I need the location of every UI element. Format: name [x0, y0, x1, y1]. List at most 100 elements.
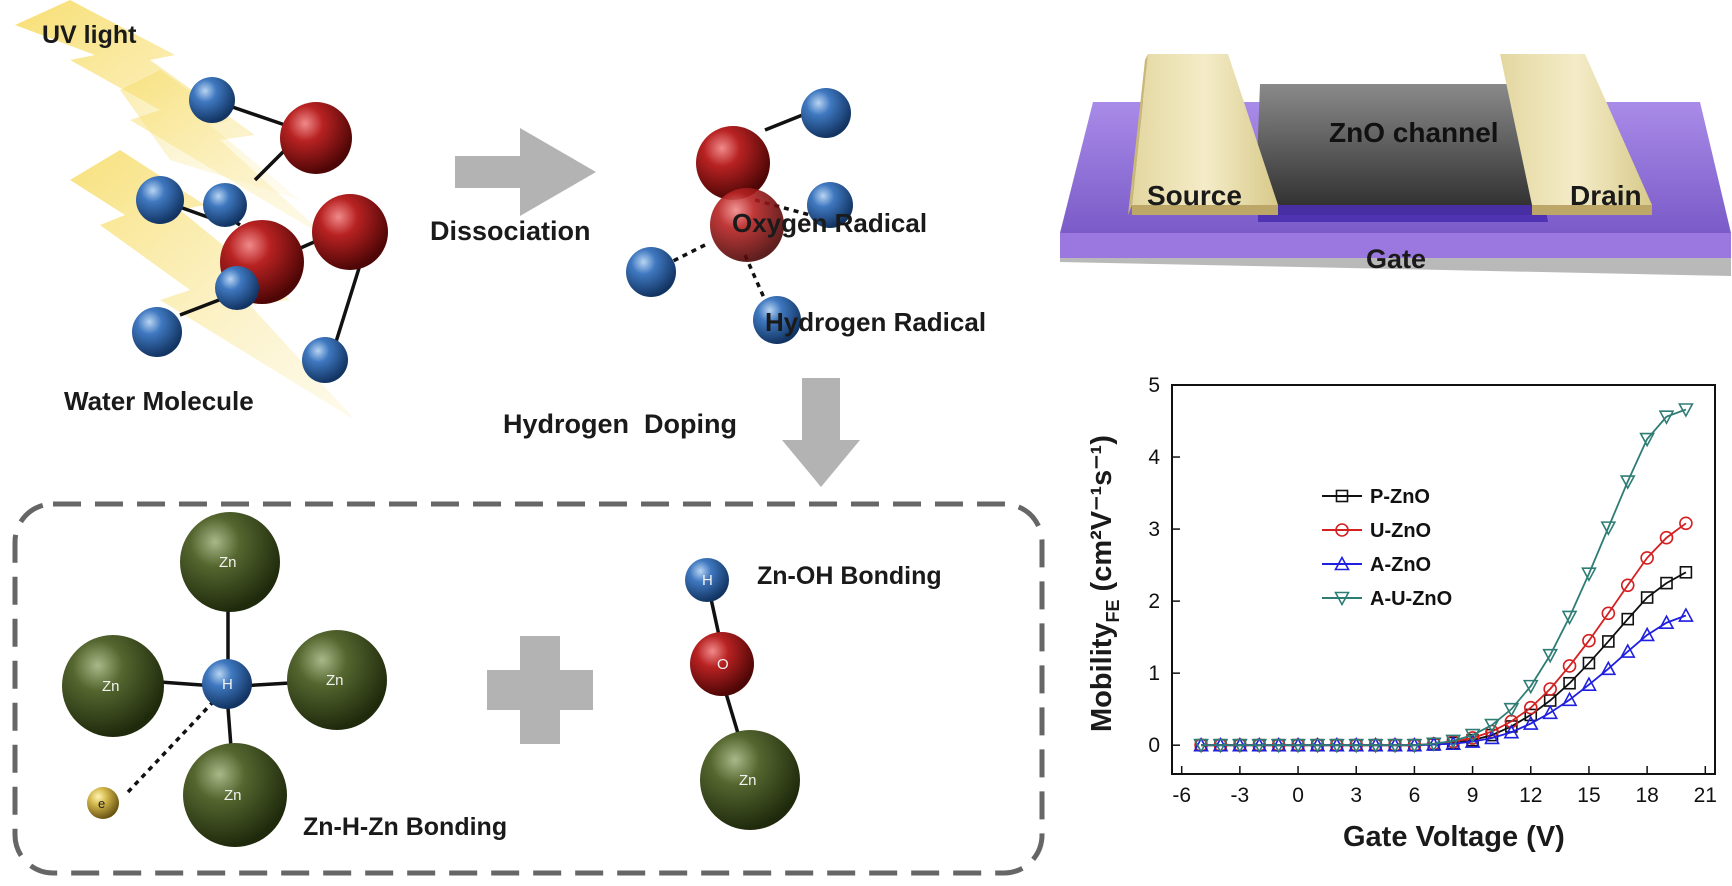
- x-tick-label: 3: [1350, 784, 1362, 807]
- data-point: [1561, 610, 1578, 626]
- oxygen-radical-atom: [710, 188, 784, 262]
- data-point: [1639, 432, 1655, 448]
- legend-marker: [1335, 489, 1349, 503]
- hydrogen-radical-atom: [753, 296, 801, 344]
- series-A-U-ZnO: [1193, 403, 1694, 754]
- uv-light-label: UV light: [42, 21, 137, 49]
- data-point: [1582, 656, 1596, 670]
- drain-pad-top: [1500, 54, 1652, 205]
- zinc-atom-bottom: Zn: [183, 743, 287, 847]
- hydrogen-atom-center: H: [202, 659, 252, 709]
- hydrogen-atom: [132, 307, 182, 357]
- series-U-ZnO: [1194, 516, 1693, 752]
- data-point: [1425, 737, 1442, 752]
- gate-substrate-bottom: [1060, 258, 1731, 276]
- data-point: [1581, 567, 1597, 582]
- data-point: [1309, 738, 1326, 754]
- dissociation-label: Dissociation: [430, 216, 591, 246]
- svg-text:Zn: Zn: [739, 772, 757, 789]
- data-point: [1619, 475, 1636, 490]
- oxygen-atom: [312, 194, 388, 270]
- gate-substrate-front: [1060, 233, 1731, 258]
- zinc-atom-oh: Zn: [700, 730, 800, 830]
- data-point: [1678, 403, 1694, 418]
- data-point: [1640, 591, 1654, 604]
- source-pad-front: [1132, 205, 1278, 215]
- source-pad-top: [1132, 54, 1278, 205]
- data-point: [1640, 551, 1654, 565]
- zn-oh-structure: H O Zn: [685, 558, 800, 830]
- uv-light-rays: [15, 0, 355, 420]
- plot-frame: [1171, 384, 1716, 775]
- legend-item: U-ZnO: [1322, 520, 1431, 542]
- legend-marker: [1334, 591, 1350, 607]
- oxygen-radical-label: Oxygen Radical: [732, 208, 927, 238]
- data-point: [1328, 738, 1345, 754]
- y-tick-label: 1: [1148, 662, 1160, 685]
- legend-label: A-U-ZnO: [1370, 588, 1452, 610]
- data-point: [1620, 578, 1635, 593]
- oxygen-atom: [696, 126, 770, 200]
- hydrogen-atom: [215, 266, 259, 310]
- data-point: [1193, 738, 1209, 754]
- data-point: [1601, 606, 1616, 621]
- drain-pad-front: [1532, 205, 1652, 215]
- plus-sign: [487, 636, 593, 744]
- radical-cluster: [626, 88, 853, 344]
- x-axis-label: Gate Voltage (V): [1343, 821, 1565, 853]
- water-molecule-cluster: [132, 77, 388, 383]
- hydrogen-doping-arrow: [782, 378, 860, 487]
- x-tick-label: 0: [1292, 784, 1304, 807]
- data-point: [1678, 607, 1694, 622]
- data-point: [1465, 731, 1480, 745]
- data-point: [1658, 614, 1675, 630]
- zinc-atom-top: Zn: [180, 512, 280, 612]
- data-point: [1639, 626, 1655, 642]
- series-line: [1201, 408, 1687, 747]
- svg-text:Zn: Zn: [219, 554, 237, 571]
- data-point: [1484, 729, 1500, 745]
- channel-label: ZnO channel: [1329, 117, 1499, 148]
- hydrogen-atom: [302, 337, 348, 383]
- svg-text:Zn: Zn: [102, 678, 120, 695]
- data-point: [1600, 660, 1617, 676]
- data-point: [1659, 530, 1674, 545]
- legend-item: P-ZnO: [1322, 486, 1430, 508]
- data-point: [1348, 738, 1365, 754]
- data-point: [1619, 643, 1636, 658]
- legend-label: U-ZnO: [1370, 520, 1431, 542]
- x-tick-label: 6: [1409, 784, 1421, 807]
- drain-label: Drain: [1570, 180, 1642, 211]
- data-point: [1523, 700, 1538, 715]
- data-point: [1679, 516, 1693, 531]
- data-point: [1621, 612, 1635, 626]
- y-tick-label: 3: [1148, 518, 1160, 541]
- data-point: [1212, 738, 1229, 754]
- oxygen-atom-oh: O: [690, 632, 754, 696]
- tft-device: [1060, 54, 1731, 276]
- data-point: [1582, 633, 1596, 648]
- data-point: [1561, 691, 1578, 707]
- zn-oh-bonding-label: Zn-OH Bonding: [757, 562, 942, 590]
- hydrogen-atom: [203, 183, 247, 227]
- hydrogen-atom: [801, 88, 851, 138]
- data-point: [1464, 728, 1481, 744]
- x-tick-label: 12: [1519, 784, 1542, 807]
- data-point: [1503, 724, 1520, 739]
- x-tick-label: 15: [1577, 784, 1600, 807]
- hydrogen-atom: [807, 182, 853, 228]
- zn-h-zn-structure: Zn Zn Zn Zn H e: [62, 512, 387, 847]
- source-pad-left: [1128, 54, 1148, 215]
- channel-shadow: [1258, 205, 1548, 222]
- y-tick-label: 2: [1148, 590, 1160, 613]
- data-point: [1600, 521, 1617, 536]
- hydrogen-atom: [136, 176, 184, 224]
- data-point: [1562, 659, 1577, 673]
- data-point: [1503, 702, 1520, 718]
- legend-item: A-ZnO: [1322, 554, 1431, 576]
- gate-label: Gate: [1366, 244, 1426, 274]
